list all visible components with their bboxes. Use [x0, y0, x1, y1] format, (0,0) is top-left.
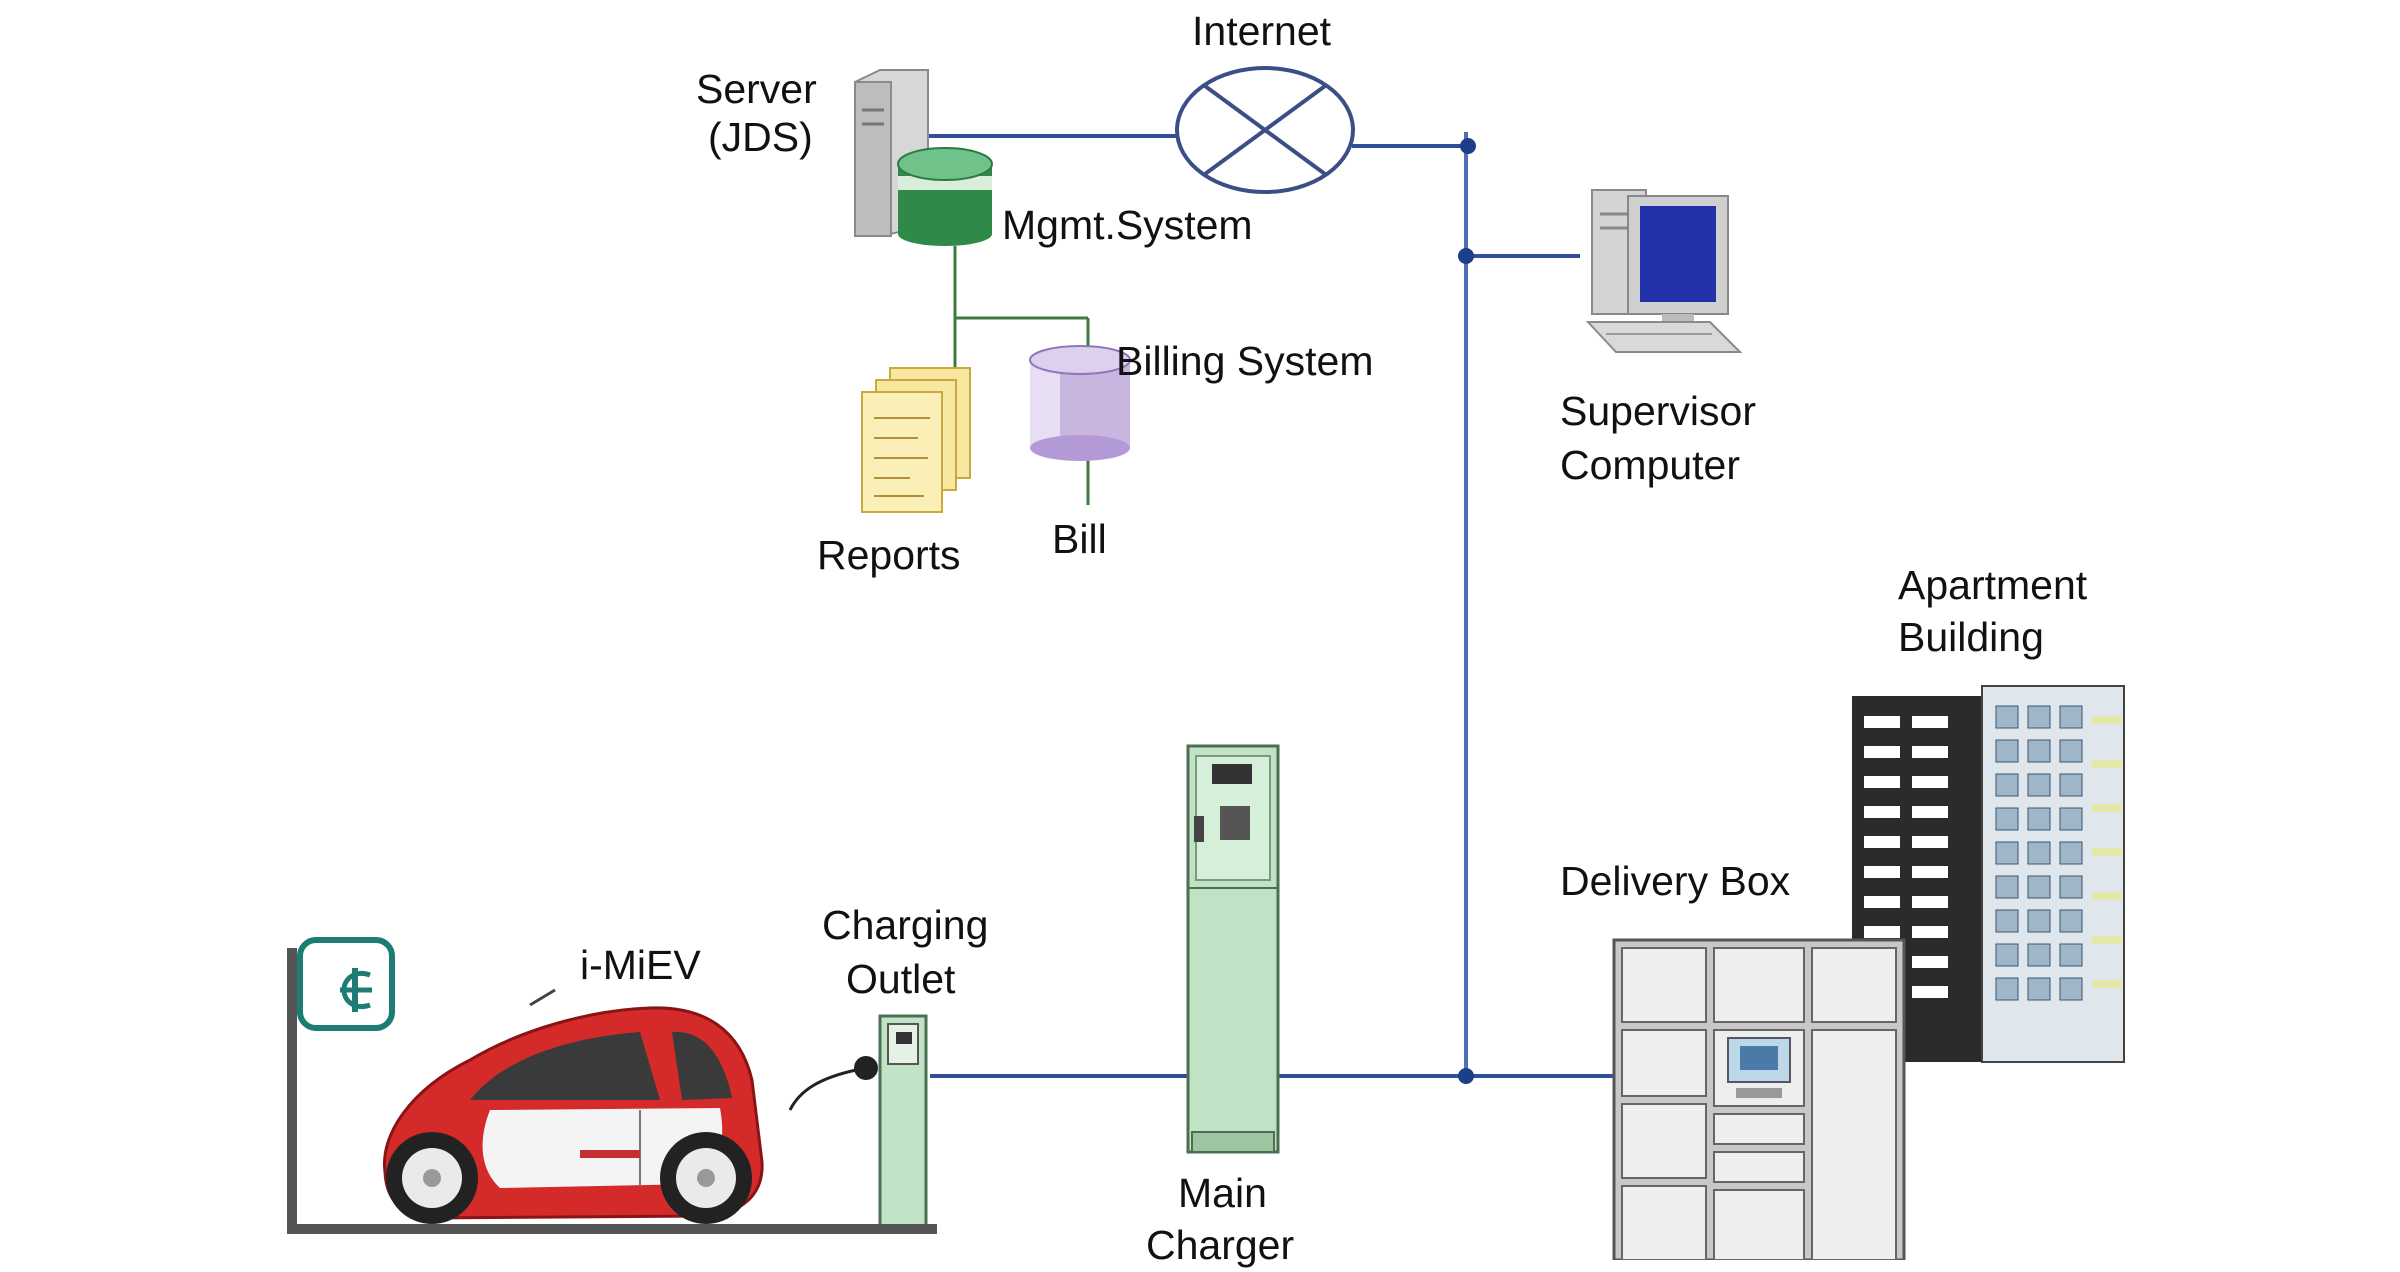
server-subtitle-label: (JDS) — [708, 114, 813, 160]
supervisor-computer-icon — [1585, 189, 1743, 353]
supervisor-label: Supervisor — [1560, 388, 1756, 434]
charger-label: Charger — [1146, 1222, 1295, 1268]
bus-node-supervisor — [1458, 248, 1474, 264]
parking-sign-icon — [287, 937, 395, 1232]
internet-label: Internet — [1192, 8, 1332, 54]
charging-outlet-icon — [788, 1014, 928, 1230]
apartment-label: Apartment — [1898, 562, 2088, 608]
billing-system-label: Billing System — [1116, 338, 1374, 384]
parking-base — [287, 1224, 937, 1234]
server-label: Server — [696, 66, 817, 112]
mgmt-system-label: Mgmt.System — [1002, 202, 1253, 248]
delivery-box-icon — [1612, 938, 1906, 1260]
imiev-label: i-MiEV — [580, 942, 701, 988]
bus-node-ground — [1458, 1068, 1474, 1084]
internet-icon — [1175, 66, 1355, 194]
main-charger-icon — [1186, 744, 1280, 1154]
imiev-car-icon — [382, 988, 764, 1224]
building-label: Building — [1898, 614, 2044, 660]
mgmt-database-icon — [897, 147, 993, 246]
reports-icon — [861, 367, 971, 513]
charging-label: Charging — [822, 902, 989, 948]
bus-node-internet — [1460, 138, 1476, 154]
main-label: Main — [1178, 1170, 1267, 1216]
outlet-label: Outlet — [846, 956, 956, 1002]
delivery-box-label: Delivery Box — [1560, 858, 1791, 904]
computer-label: Computer — [1560, 442, 1741, 488]
billing-database-icon — [1029, 345, 1131, 461]
bill-label: Bill — [1052, 516, 1107, 562]
reports-label: Reports — [817, 532, 961, 578]
